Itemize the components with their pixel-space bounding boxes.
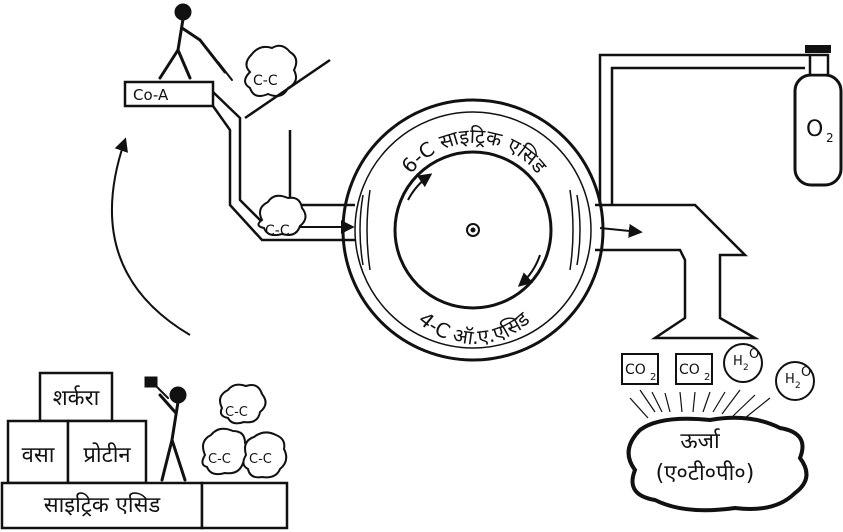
worker-with-pickaxe-top [160, 5, 232, 80]
energy-rays [630, 390, 770, 418]
product-h2o-2-main: H [785, 372, 795, 387]
block-citric-label: साइट्रिक एसिड [44, 492, 161, 518]
worker-with-hammer-bottom [146, 378, 185, 480]
return-arrow [112, 140, 190, 335]
product-co2-2: CO 2 [676, 354, 712, 384]
product-h2o-1: H 2 O [724, 344, 762, 382]
product-co2-1-sub: 2 [650, 372, 656, 383]
energy-atp-blob: ऊर्जा (ए०टी०पी०) [629, 418, 807, 510]
coa-platform: Co-A [125, 82, 213, 106]
oxygen-pipe [600, 55, 810, 205]
block-sugar-label: शर्करा [53, 385, 100, 411]
broken-pieces: C-C C-C C-C [202, 385, 286, 478]
piece-2-label: C-C [208, 452, 231, 467]
oxygen-cylinder: O 2 [795, 45, 841, 185]
block-protein-label: प्रोटीन [83, 442, 131, 468]
coa-label: Co-A [133, 86, 169, 104]
product-h2o-2-tail: O [801, 365, 811, 380]
product-co2-2-sub: 2 [704, 372, 710, 383]
product-h2o-2: H 2 O [776, 362, 814, 400]
block-empty [202, 483, 287, 528]
product-h2o-1-main: H [733, 354, 743, 369]
product-co2-2-main: CO [679, 362, 700, 378]
oxygen-subscript: 2 [826, 131, 834, 145]
piece-1-label: C-C [225, 405, 248, 420]
two-c-top-label: C-C [253, 73, 278, 89]
product-h2o-1-tail: O [749, 347, 759, 362]
product-h2o-2-sub: 2 [795, 381, 801, 391]
product-co2-1: CO 2 [622, 354, 658, 384]
energy-label: ऊर्जा [680, 428, 720, 454]
exit-funnel [595, 205, 755, 338]
block-fat-label: वसा [22, 443, 55, 468]
two-c-entry-label: C-C [265, 223, 290, 239]
piece-3-label: C-C [249, 452, 272, 467]
product-h2o-1-sub: 2 [743, 363, 749, 373]
product-co2-1-main: CO [625, 362, 646, 378]
oxygen-label: O [806, 117, 823, 142]
two-carbon-unit-entry: C-C [258, 196, 305, 239]
atp-label: (ए०टी०पी०) [656, 460, 755, 486]
ring-bottom-label: 4-C ऑ.ए.एसिड [414, 307, 534, 350]
